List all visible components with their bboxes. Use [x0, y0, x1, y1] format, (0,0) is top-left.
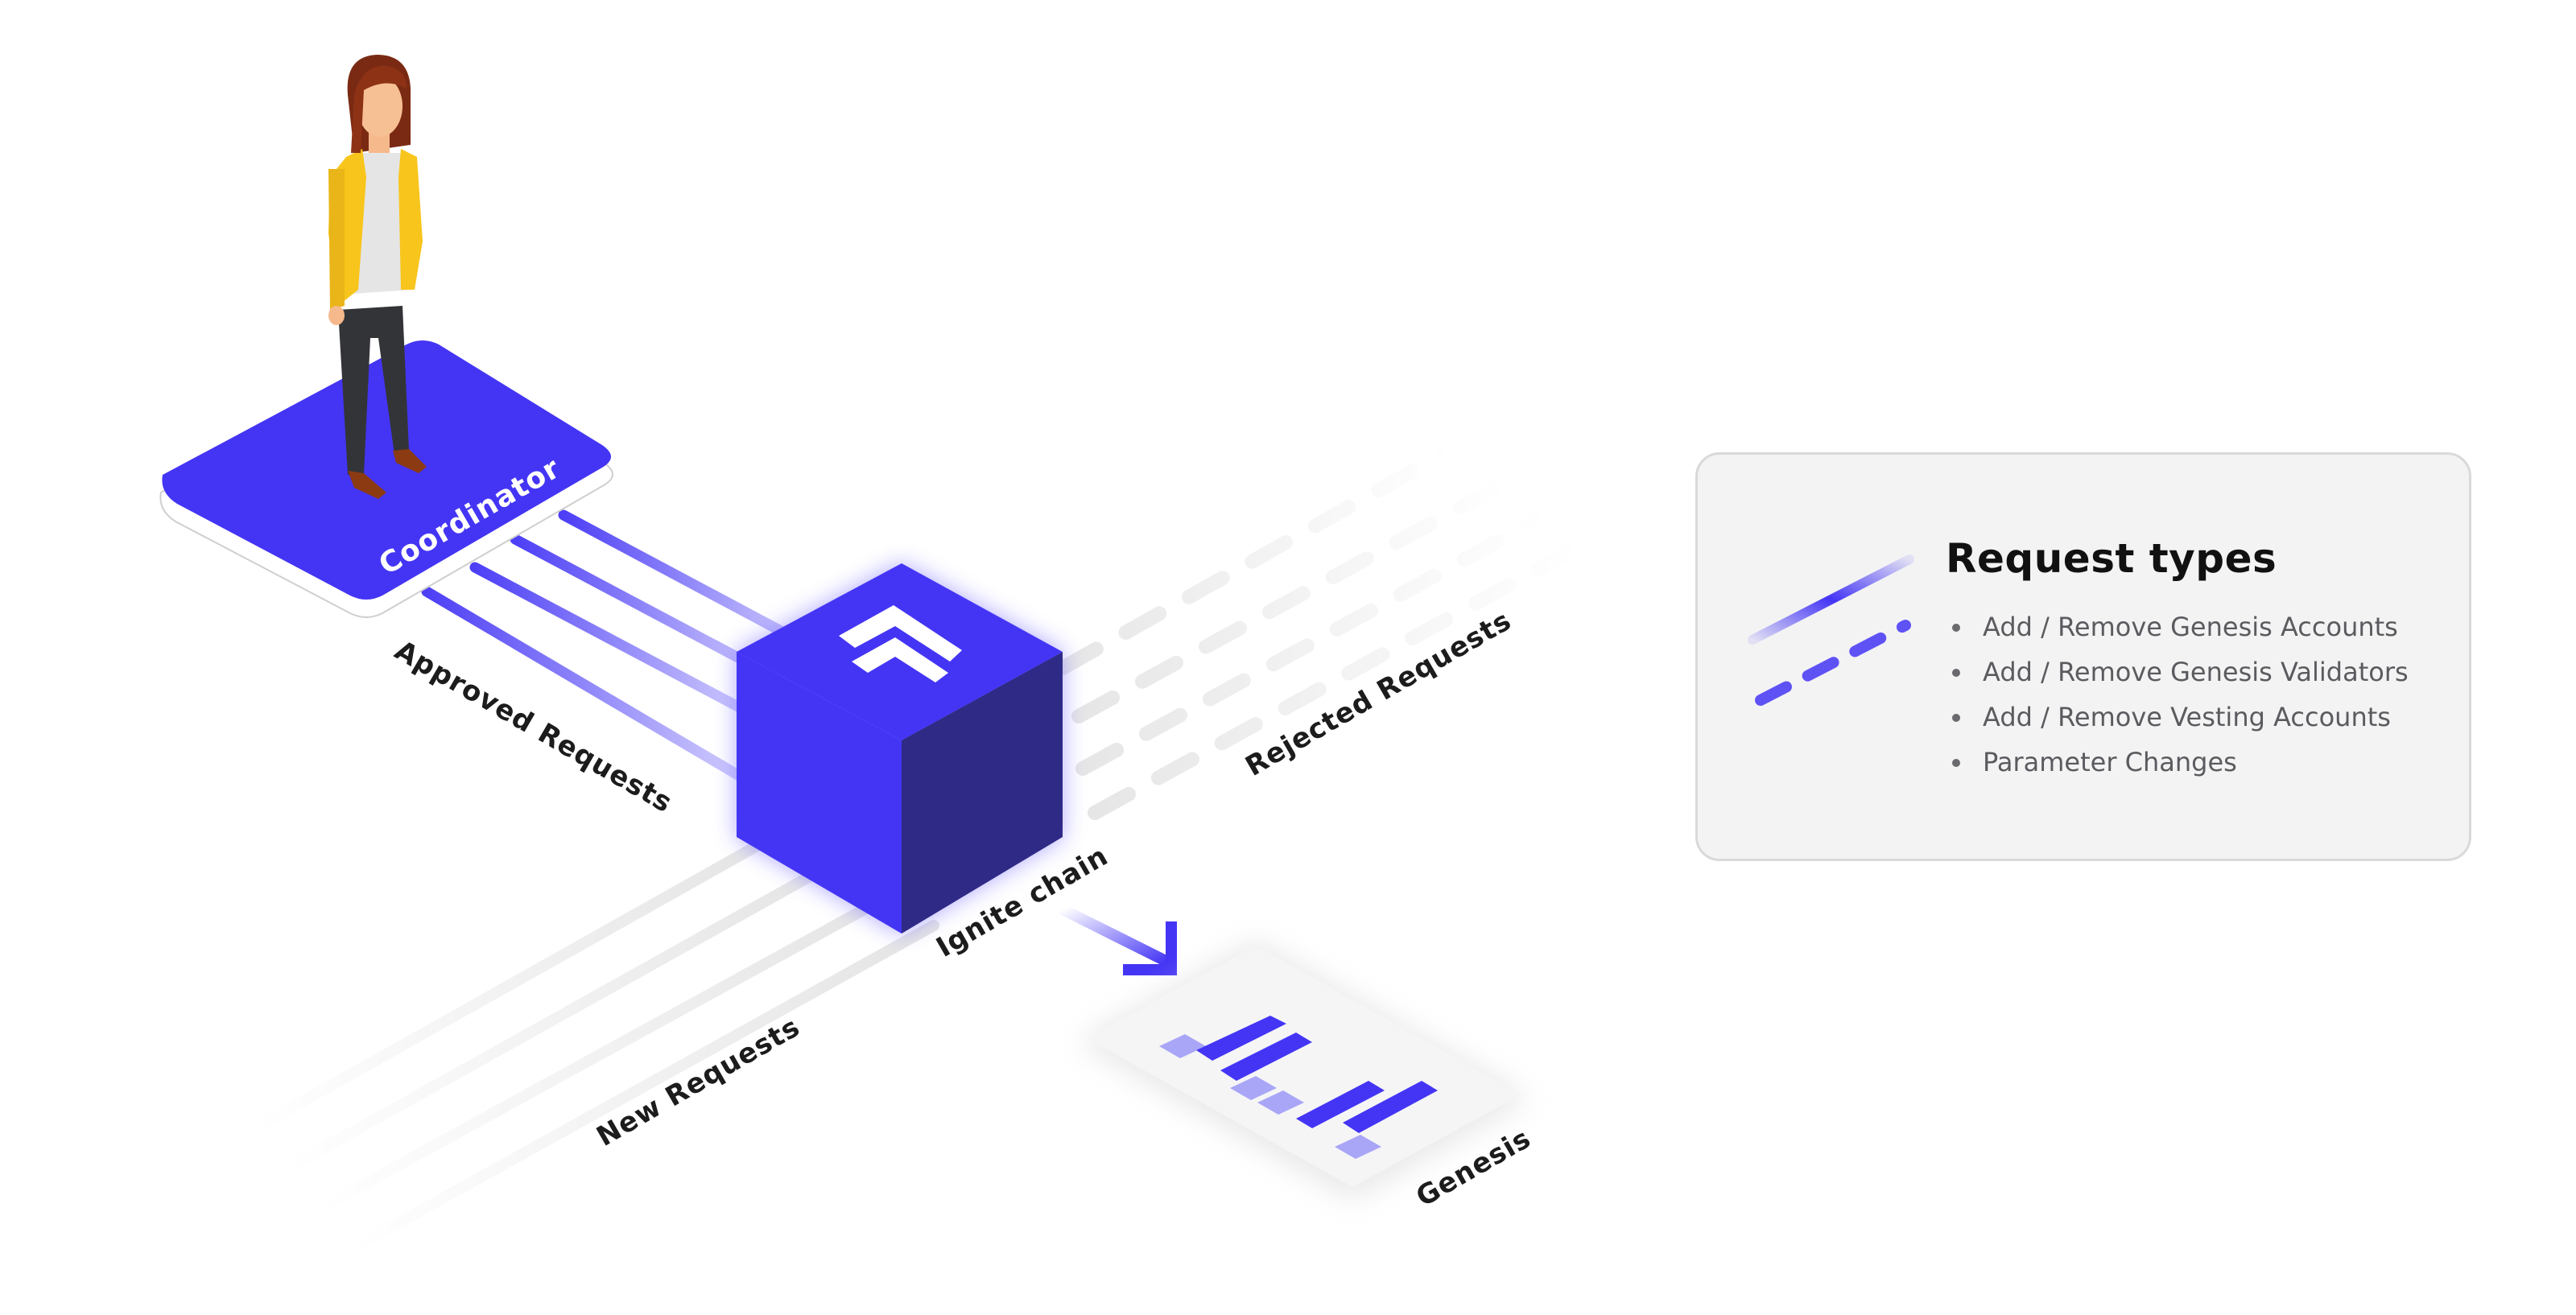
new-requests-label: New Requests — [592, 1011, 806, 1153]
new-requests-lines — [252, 831, 939, 1253]
coordinator-platform: Coordinator — [159, 340, 613, 618]
legend-item-label: Add / Remove Vesting Accounts — [1983, 702, 2391, 732]
ignite-arrow — [1057, 904, 1177, 975]
legend-item: Parameter Changes — [1946, 740, 2409, 785]
legend-item: Add / Remove Genesis Accounts — [1946, 604, 2409, 649]
genesis-bar-dark — [1196, 1016, 1438, 1133]
legend-title: Request types — [1946, 535, 2277, 582]
ignite-logo-icon — [839, 605, 962, 682]
legend-item-label: Add / Remove Genesis Accounts — [1983, 612, 2398, 642]
chain-cube — [737, 563, 1063, 934]
rejected-requests-lines — [1055, 443, 1585, 820]
approved-requests-lines — [421, 509, 811, 782]
legend-item-label: Add / Remove Genesis Validators — [1983, 657, 2409, 687]
request-lines-icon — [1748, 554, 1914, 706]
genesis-bar-light — [1159, 1034, 1381, 1159]
request-types-panel: Request types Add / Remove Genesis Accou… — [1695, 452, 2471, 861]
request-types-list: Add / Remove Genesis Accounts Add / Remo… — [1946, 604, 2409, 785]
approved-requests-label: Approved Requests — [390, 634, 679, 819]
legend-item: Add / Remove Genesis Validators — [1946, 649, 2409, 695]
legend-item-label: Parameter Changes — [1983, 747, 2237, 777]
bullet-icon — [1952, 624, 1960, 632]
coordinator-person-icon — [328, 55, 427, 499]
legend-item: Add / Remove Vesting Accounts — [1946, 695, 2409, 740]
bullet-icon — [1952, 714, 1960, 722]
bullet-icon — [1952, 759, 1960, 767]
genesis-document — [1079, 942, 1530, 1199]
bullet-icon — [1952, 669, 1960, 677]
rejected-requests-label: Rejected Requests — [1241, 604, 1517, 783]
